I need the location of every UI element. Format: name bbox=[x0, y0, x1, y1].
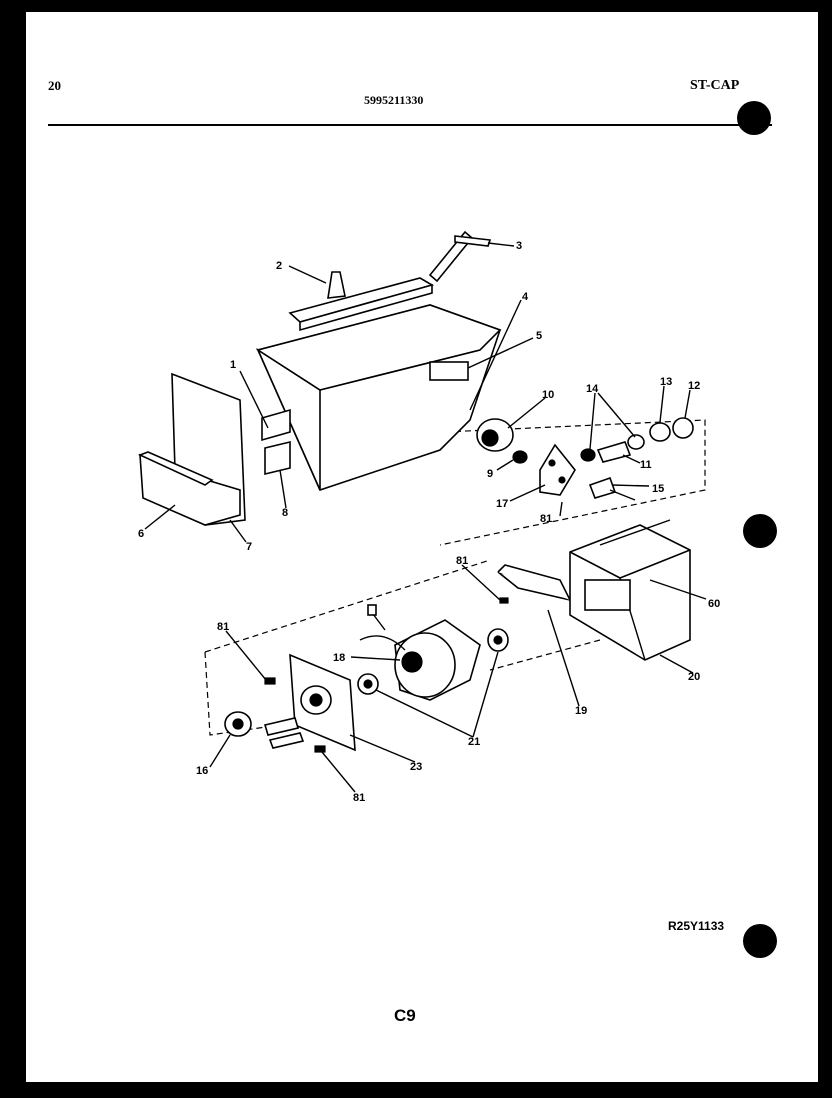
callout-label: 1 bbox=[230, 359, 236, 371]
assembly-boundary-upper bbox=[439, 419, 706, 546]
part-door bbox=[137, 372, 246, 526]
page-code: C9 bbox=[394, 1006, 416, 1025]
parts-sheet bbox=[26, 12, 818, 1082]
callout-label: 11 bbox=[640, 459, 652, 471]
part-spring bbox=[512, 450, 528, 464]
part-nut bbox=[224, 711, 252, 737]
binder-hole bbox=[743, 514, 777, 548]
model-number: 5995211330 bbox=[364, 93, 424, 107]
callout-label: 81 bbox=[456, 555, 468, 567]
part-motor bbox=[359, 604, 481, 701]
diagram-reference: R25Y1133 bbox=[668, 919, 725, 933]
leader-lines bbox=[144, 242, 707, 793]
part-disc bbox=[476, 418, 514, 452]
callout-label: 21 bbox=[468, 736, 480, 748]
part-gasket bbox=[497, 564, 571, 601]
callout-label: 60 bbox=[708, 598, 720, 610]
part-bracket bbox=[539, 443, 576, 496]
callout-label: 6 bbox=[138, 528, 144, 540]
part-screws bbox=[264, 597, 509, 753]
binder-hole bbox=[743, 924, 777, 958]
callout-label: 5 bbox=[536, 330, 542, 342]
page-number: 20 bbox=[48, 78, 61, 93]
part-mount-plate bbox=[263, 653, 356, 752]
callout-label: 81 bbox=[217, 621, 229, 633]
callout-label: 13 bbox=[660, 376, 672, 388]
callout-label: 19 bbox=[575, 705, 587, 717]
callout-label: 14 bbox=[586, 383, 599, 395]
callout-label: 4 bbox=[522, 291, 529, 303]
callout-label: 20 bbox=[688, 671, 700, 683]
callout-label: 16 bbox=[196, 765, 208, 777]
callout-label: 81 bbox=[540, 513, 552, 525]
callout-label: 17 bbox=[496, 498, 508, 510]
callout-label: 9 bbox=[487, 468, 493, 480]
callout-label: 2 bbox=[276, 260, 282, 272]
section-code: ST-CAP bbox=[690, 78, 740, 93]
callout-labels: 2 3 4 5 1 10 9 17 14 13 12 11 15 81 6 7 … bbox=[138, 240, 720, 804]
callout-label: 3 bbox=[516, 240, 522, 252]
part-housing bbox=[569, 519, 691, 661]
part-gears bbox=[357, 628, 509, 695]
binder-hole bbox=[737, 101, 771, 135]
header-rule bbox=[48, 124, 772, 126]
callout-label: 18 bbox=[333, 652, 345, 664]
callout-label: 10 bbox=[542, 389, 554, 401]
callout-label: 23 bbox=[410, 761, 422, 773]
callout-label: 15 bbox=[652, 483, 664, 495]
callout-label: 8 bbox=[282, 507, 288, 519]
assembly-boundary-lower bbox=[204, 559, 601, 736]
part-hardware bbox=[580, 417, 694, 501]
callout-label: 7 bbox=[246, 541, 252, 553]
part-bucket bbox=[256, 304, 502, 491]
callout-label: 81 bbox=[353, 792, 365, 804]
part-cover bbox=[288, 271, 435, 332]
part-rod bbox=[428, 230, 492, 283]
callout-label: 12 bbox=[688, 380, 700, 392]
